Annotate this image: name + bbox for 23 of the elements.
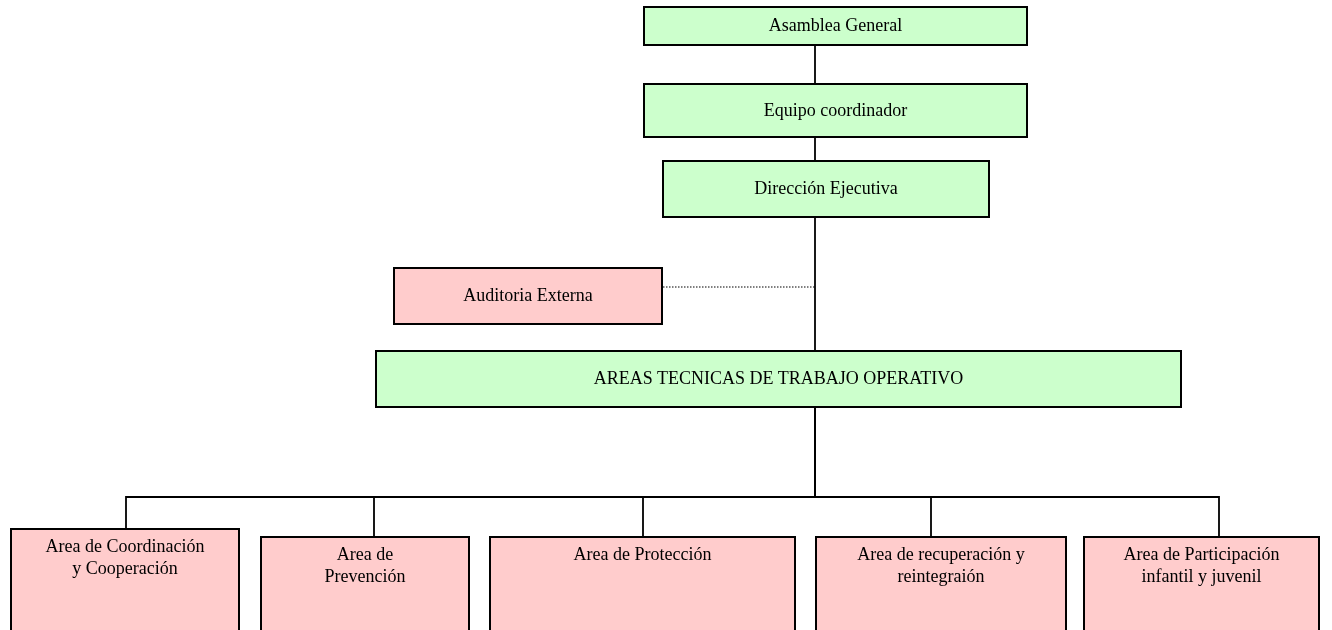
box-label: Equipo coordinador: [763, 99, 908, 122]
connector-line: [814, 45, 816, 84]
org-box: [643, 6, 1028, 46]
box-label: Asamblea General: [768, 15, 903, 37]
box-label: Auditoria Externa: [463, 285, 593, 307]
org-box: [815, 536, 1067, 630]
org-box: [1083, 536, 1320, 630]
box-label: Area de Coordinación y Cooperación: [44, 536, 206, 580]
org-box: [662, 160, 990, 218]
org-box: [375, 350, 1182, 408]
org-box: [393, 267, 663, 325]
box-label: Area de Protección: [573, 544, 712, 566]
box-label: Dirección Ejecutiva: [754, 178, 898, 200]
box-label: Area de Prevención: [323, 544, 407, 588]
connector-line: [814, 137, 816, 161]
box-label: Area de Participación infantil y juvenil: [1122, 544, 1281, 588]
box-label: AREAS TECNICAS DE TRABAJO OPERATIVO: [593, 368, 964, 390]
org-box: [489, 536, 796, 630]
box-label: Area de recuperación y reintegraión: [856, 544, 1026, 588]
connector-line: [814, 217, 816, 351]
org-box: [643, 83, 1028, 138]
org-box: [260, 536, 470, 630]
org-box: [10, 528, 240, 630]
